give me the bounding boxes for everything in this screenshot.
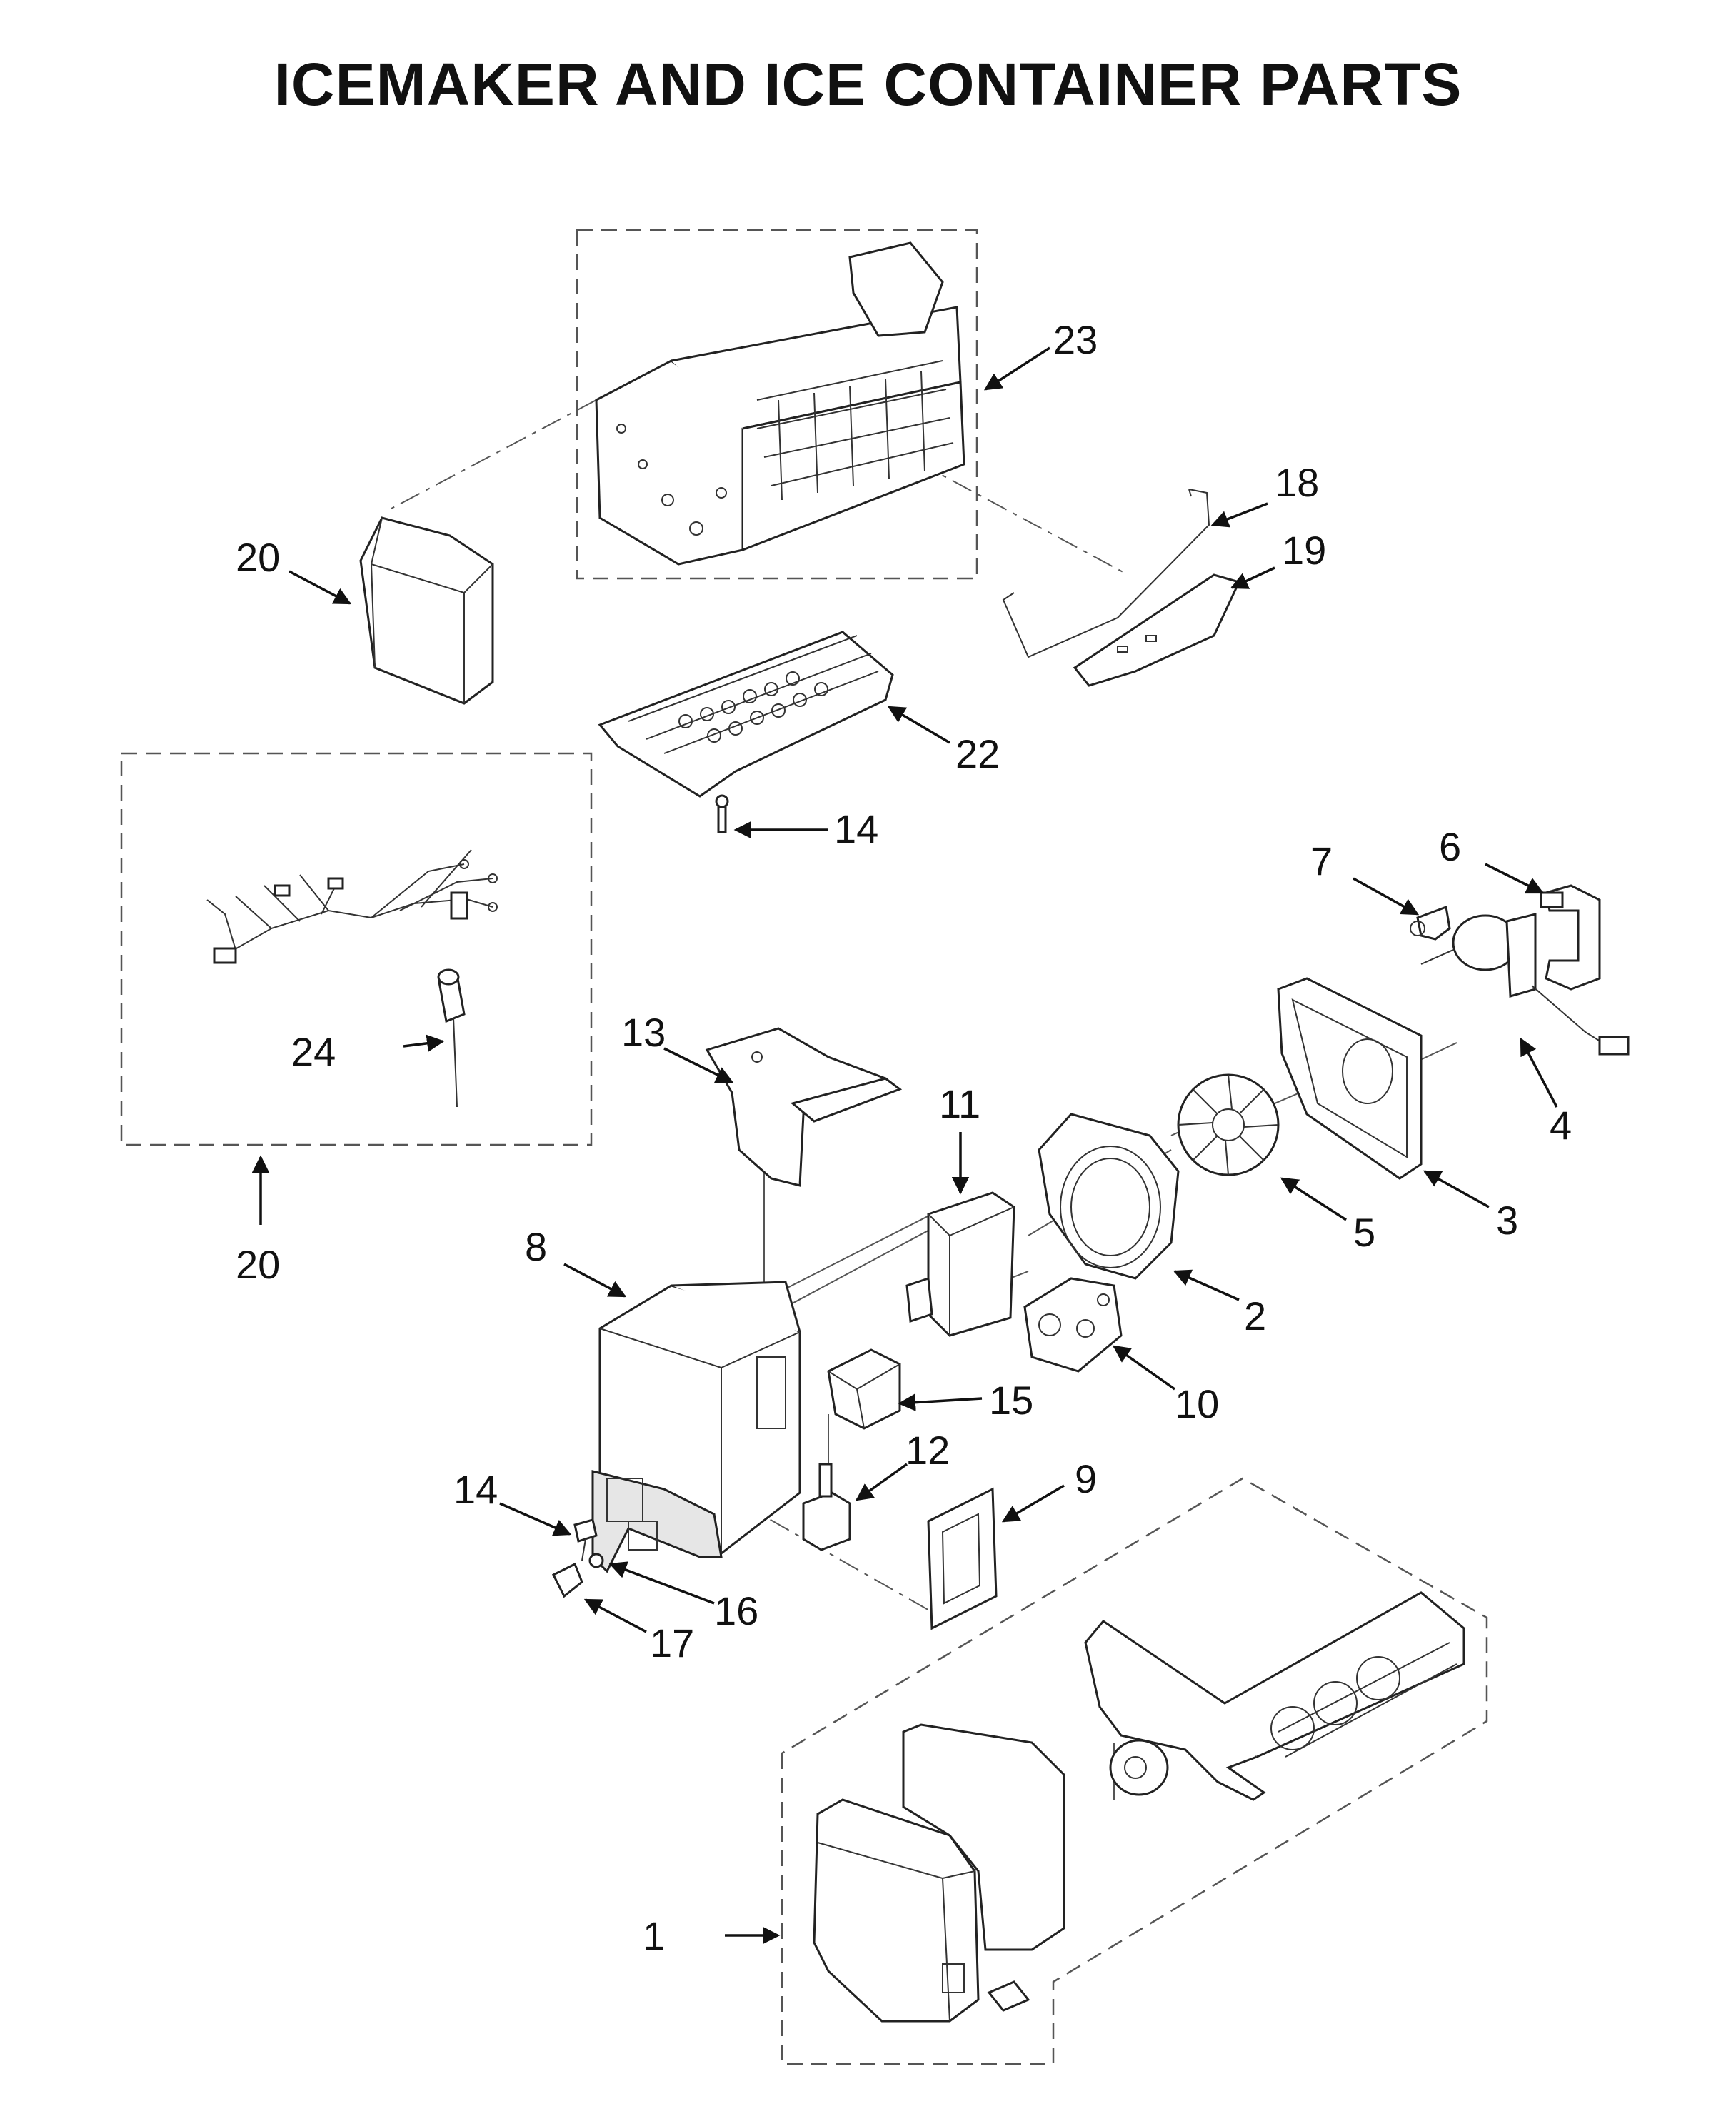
callout-14-bottom: 14 [453, 1467, 498, 1512]
auger-motor[interactable] [1023, 1277, 1123, 1373]
ice-container[interactable] [813, 1591, 1465, 2023]
callout-14-top: 14 [834, 806, 878, 851]
icemaker-assembly[interactable] [595, 241, 965, 566]
callout-21: 20 [236, 535, 280, 580]
callout-8: 8 [525, 1224, 547, 1269]
wire-harness[interactable] [206, 849, 498, 964]
motor-clip[interactable] [1410, 905, 1451, 941]
ice-chute[interactable] [705, 1027, 903, 1187]
callout-labels: 23 18 19 20 22 14 24 20 13 11 8 2 10 5 3… [236, 317, 1572, 1958]
callout-9: 9 [1075, 1456, 1097, 1501]
fan-motor[interactable] [1420, 913, 1630, 1056]
fan-blade[interactable] [1177, 1073, 1280, 1176]
callout-24: 24 [291, 1029, 336, 1074]
icemaker-cover[interactable] [359, 516, 494, 705]
callout-15: 15 [989, 1378, 1033, 1423]
bail-paddle[interactable] [1073, 573, 1241, 687]
hinge-clip[interactable] [551, 1562, 583, 1598]
motor-bracket[interactable] [1540, 884, 1601, 991]
callout-23: 23 [1053, 317, 1098, 362]
group-box-ice-container [781, 1477, 1488, 2065]
leader-arrows [251, 346, 1558, 1945]
callout-20: 20 [236, 1242, 280, 1287]
solenoid[interactable] [802, 1463, 851, 1551]
connection-lines [391, 399, 1457, 1800]
washer[interactable] [588, 1553, 604, 1568]
callout-13: 13 [621, 1010, 666, 1055]
group-box-icemaker [576, 229, 978, 580]
evaporator-housing[interactable] [1277, 977, 1423, 1180]
callout-3: 3 [1496, 1198, 1518, 1243]
callout-7: 7 [1310, 838, 1333, 883]
callout-18: 18 [1275, 460, 1319, 505]
callout-19: 19 [1282, 528, 1326, 573]
callout-11: 11 [939, 1081, 980, 1126]
callout-5: 5 [1353, 1210, 1375, 1255]
callout-2: 2 [1244, 1293, 1266, 1338]
callout-22: 22 [955, 731, 1000, 776]
thermistor[interactable] [437, 968, 466, 1108]
callout-12: 12 [905, 1428, 950, 1473]
callout-6: 6 [1439, 824, 1461, 869]
switch-bracket[interactable] [905, 1191, 1015, 1337]
solenoid-bracket[interactable] [827, 1348, 901, 1430]
gasket[interactable] [927, 1487, 998, 1630]
screw[interactable] [573, 1518, 598, 1561]
dispenser-housing[interactable] [591, 1281, 801, 1573]
shutoff-arm[interactable] [1002, 489, 1210, 658]
page-title: ICEMAKER AND ICE CONTAINER PARTS [274, 51, 1462, 118]
group-box-wiring [120, 752, 593, 1146]
callout-17: 17 [650, 1620, 694, 1665]
callout-16: 16 [714, 1588, 758, 1633]
callout-1: 1 [643, 1913, 665, 1958]
callout-4: 4 [1550, 1103, 1572, 1148]
fan-shroud[interactable] [1038, 1113, 1180, 1280]
callout-10: 10 [1175, 1381, 1219, 1426]
ice-mold-tray[interactable] [598, 631, 894, 833]
